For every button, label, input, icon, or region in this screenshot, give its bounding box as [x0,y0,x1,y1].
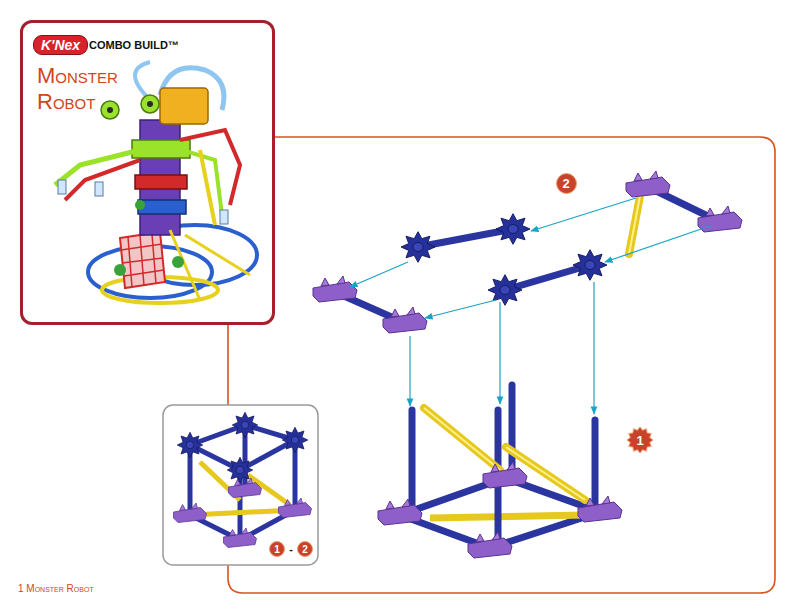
result-inset [163,405,318,565]
callout-number: 1 [631,431,649,449]
page-footer: 1 Monster Robot [18,583,94,594]
brand-logo: K'Nex [33,35,88,55]
step-one-base [378,385,622,558]
callout-number: 1 [269,541,285,557]
title-panel: K'NexCOMBO BUILD™ Monster Robot [20,20,275,325]
product-line: COMBO BUILD™ [89,39,179,51]
callout-number: 2 [556,173,577,194]
callout-number: 2 [297,541,313,557]
guide-arrows [350,198,710,414]
range-dash: - [286,542,296,556]
starburst [627,427,653,453]
step-two-parts [313,171,742,333]
model-title: Monster Robot [37,63,177,115]
